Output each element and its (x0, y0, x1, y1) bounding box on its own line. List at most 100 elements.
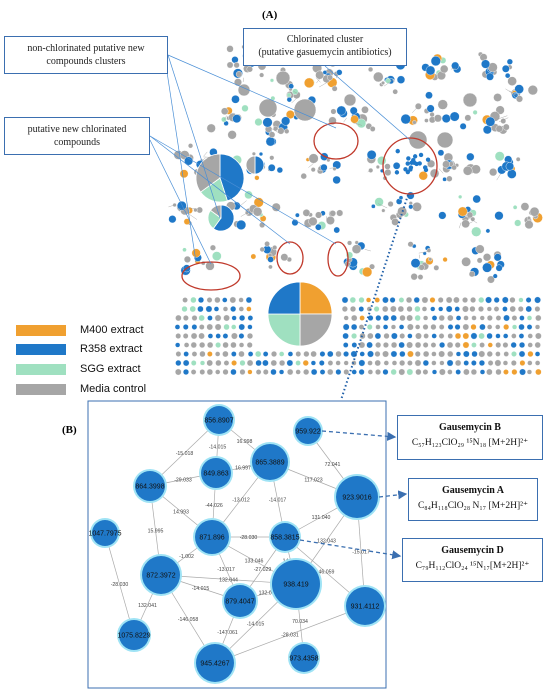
overview-node (175, 351, 182, 357)
overview-node (182, 324, 189, 330)
network-node[interactable]: 858.3815 (269, 521, 301, 553)
overview-edge (383, 79, 394, 87)
overview-node (207, 333, 214, 339)
overview-node (278, 359, 286, 367)
edge-delta-label: 131.040 (312, 515, 331, 521)
overview-node (222, 306, 229, 312)
edge-delta-label: -1.002 (179, 554, 194, 560)
overview-node (238, 350, 245, 358)
network-node[interactable]: 1075.8229 (117, 618, 151, 652)
cluster-highlight-ellipse (313, 122, 359, 160)
overview-node (535, 332, 542, 340)
overview-node (206, 351, 213, 357)
overview-node (382, 324, 389, 330)
overview-node (398, 368, 406, 376)
overview-node (509, 305, 516, 313)
overview-node (410, 258, 421, 269)
network-node[interactable]: 879.4047 (222, 583, 258, 619)
edge-delta-label: -14.017 (269, 498, 287, 504)
overview-node (504, 72, 511, 79)
network-node[interactable]: 973.4358 (288, 642, 320, 674)
overview-node (410, 273, 418, 281)
overview-node (231, 324, 237, 330)
network-node-disc (271, 523, 299, 551)
overview-node (441, 113, 451, 123)
callout-chlorinated-cluster: Chlorinated cluster (putative gasuemycin… (243, 28, 407, 66)
network-node-mass: 872.3972 (146, 573, 175, 580)
overview-node (414, 314, 421, 322)
network-edge (104, 532, 135, 636)
overview-node (518, 323, 525, 331)
overview-node (342, 332, 349, 340)
callout-pointer (149, 135, 337, 245)
overview-node (182, 315, 189, 321)
overview-node (206, 297, 213, 303)
overview-node (511, 351, 517, 357)
network-node[interactable]: 864.3998 (133, 469, 167, 503)
overview-node (206, 341, 214, 349)
network-node[interactable]: 849.863 (199, 456, 233, 490)
overview-node (454, 359, 462, 367)
overview-node (303, 368, 310, 376)
overview-node (227, 130, 237, 140)
network-node[interactable]: 923.9016 (334, 474, 380, 520)
overview-node (399, 359, 406, 367)
overview-node (502, 342, 509, 348)
network-node[interactable]: 865.3889 (250, 442, 290, 482)
network-node[interactable]: 871.896 (193, 518, 231, 556)
overview-node (486, 332, 493, 340)
overview-node (356, 118, 367, 129)
overview-node (206, 323, 214, 331)
overview-node (479, 342, 485, 348)
overview-node (229, 296, 237, 304)
overview-node (535, 368, 542, 376)
overview-node (223, 314, 230, 322)
overview-node (259, 221, 266, 229)
overview-node (478, 350, 486, 358)
network-edge (214, 605, 366, 664)
network-node[interactable]: 931.4112 (344, 585, 386, 627)
overview-node (398, 324, 405, 330)
network-node-mass: 931.4112 (351, 604, 380, 611)
overview-node (284, 128, 290, 134)
overview-node (495, 368, 502, 376)
overview-edge (168, 204, 176, 208)
overview-node (230, 341, 237, 349)
overview-node (375, 164, 380, 170)
overview-node (534, 306, 541, 312)
network-node[interactable]: 938.419 (270, 558, 322, 610)
overview-node (426, 104, 435, 113)
network-node[interactable]: 856.8907 (203, 404, 235, 436)
overview-node (341, 296, 349, 304)
overview-node (250, 253, 257, 260)
edge-delta-label: -14.015 (192, 586, 210, 592)
network-node[interactable]: 945.4267 (194, 642, 236, 684)
legend-swatch (16, 344, 66, 355)
overview-node (205, 261, 215, 271)
overview-node (534, 341, 541, 349)
overview-edge (364, 249, 371, 252)
overview-edge (327, 72, 330, 76)
overview-node (466, 152, 475, 161)
network-node[interactable]: 1047.7975 (88, 518, 122, 548)
edge-delta-label: -29.033 (174, 478, 192, 484)
network-node-disc (92, 520, 118, 546)
legend-label: Media control (80, 383, 147, 395)
overview-node (449, 111, 460, 122)
overview-node (319, 351, 326, 357)
overview-node (518, 333, 525, 339)
overview-node (367, 332, 374, 340)
overview-node (457, 206, 468, 217)
overview-node (431, 351, 437, 357)
overview-node (424, 118, 429, 123)
overview-node (231, 332, 238, 340)
network-node[interactable]: 959.922 (293, 416, 323, 446)
overview-node (431, 333, 437, 339)
network-node[interactable]: 872.3972 (140, 554, 182, 596)
overview-node (493, 296, 500, 304)
overview-edge (308, 163, 314, 168)
overview-node (525, 305, 533, 313)
overview-node (351, 332, 358, 340)
overview-node (464, 114, 472, 122)
overview-node (486, 324, 493, 330)
